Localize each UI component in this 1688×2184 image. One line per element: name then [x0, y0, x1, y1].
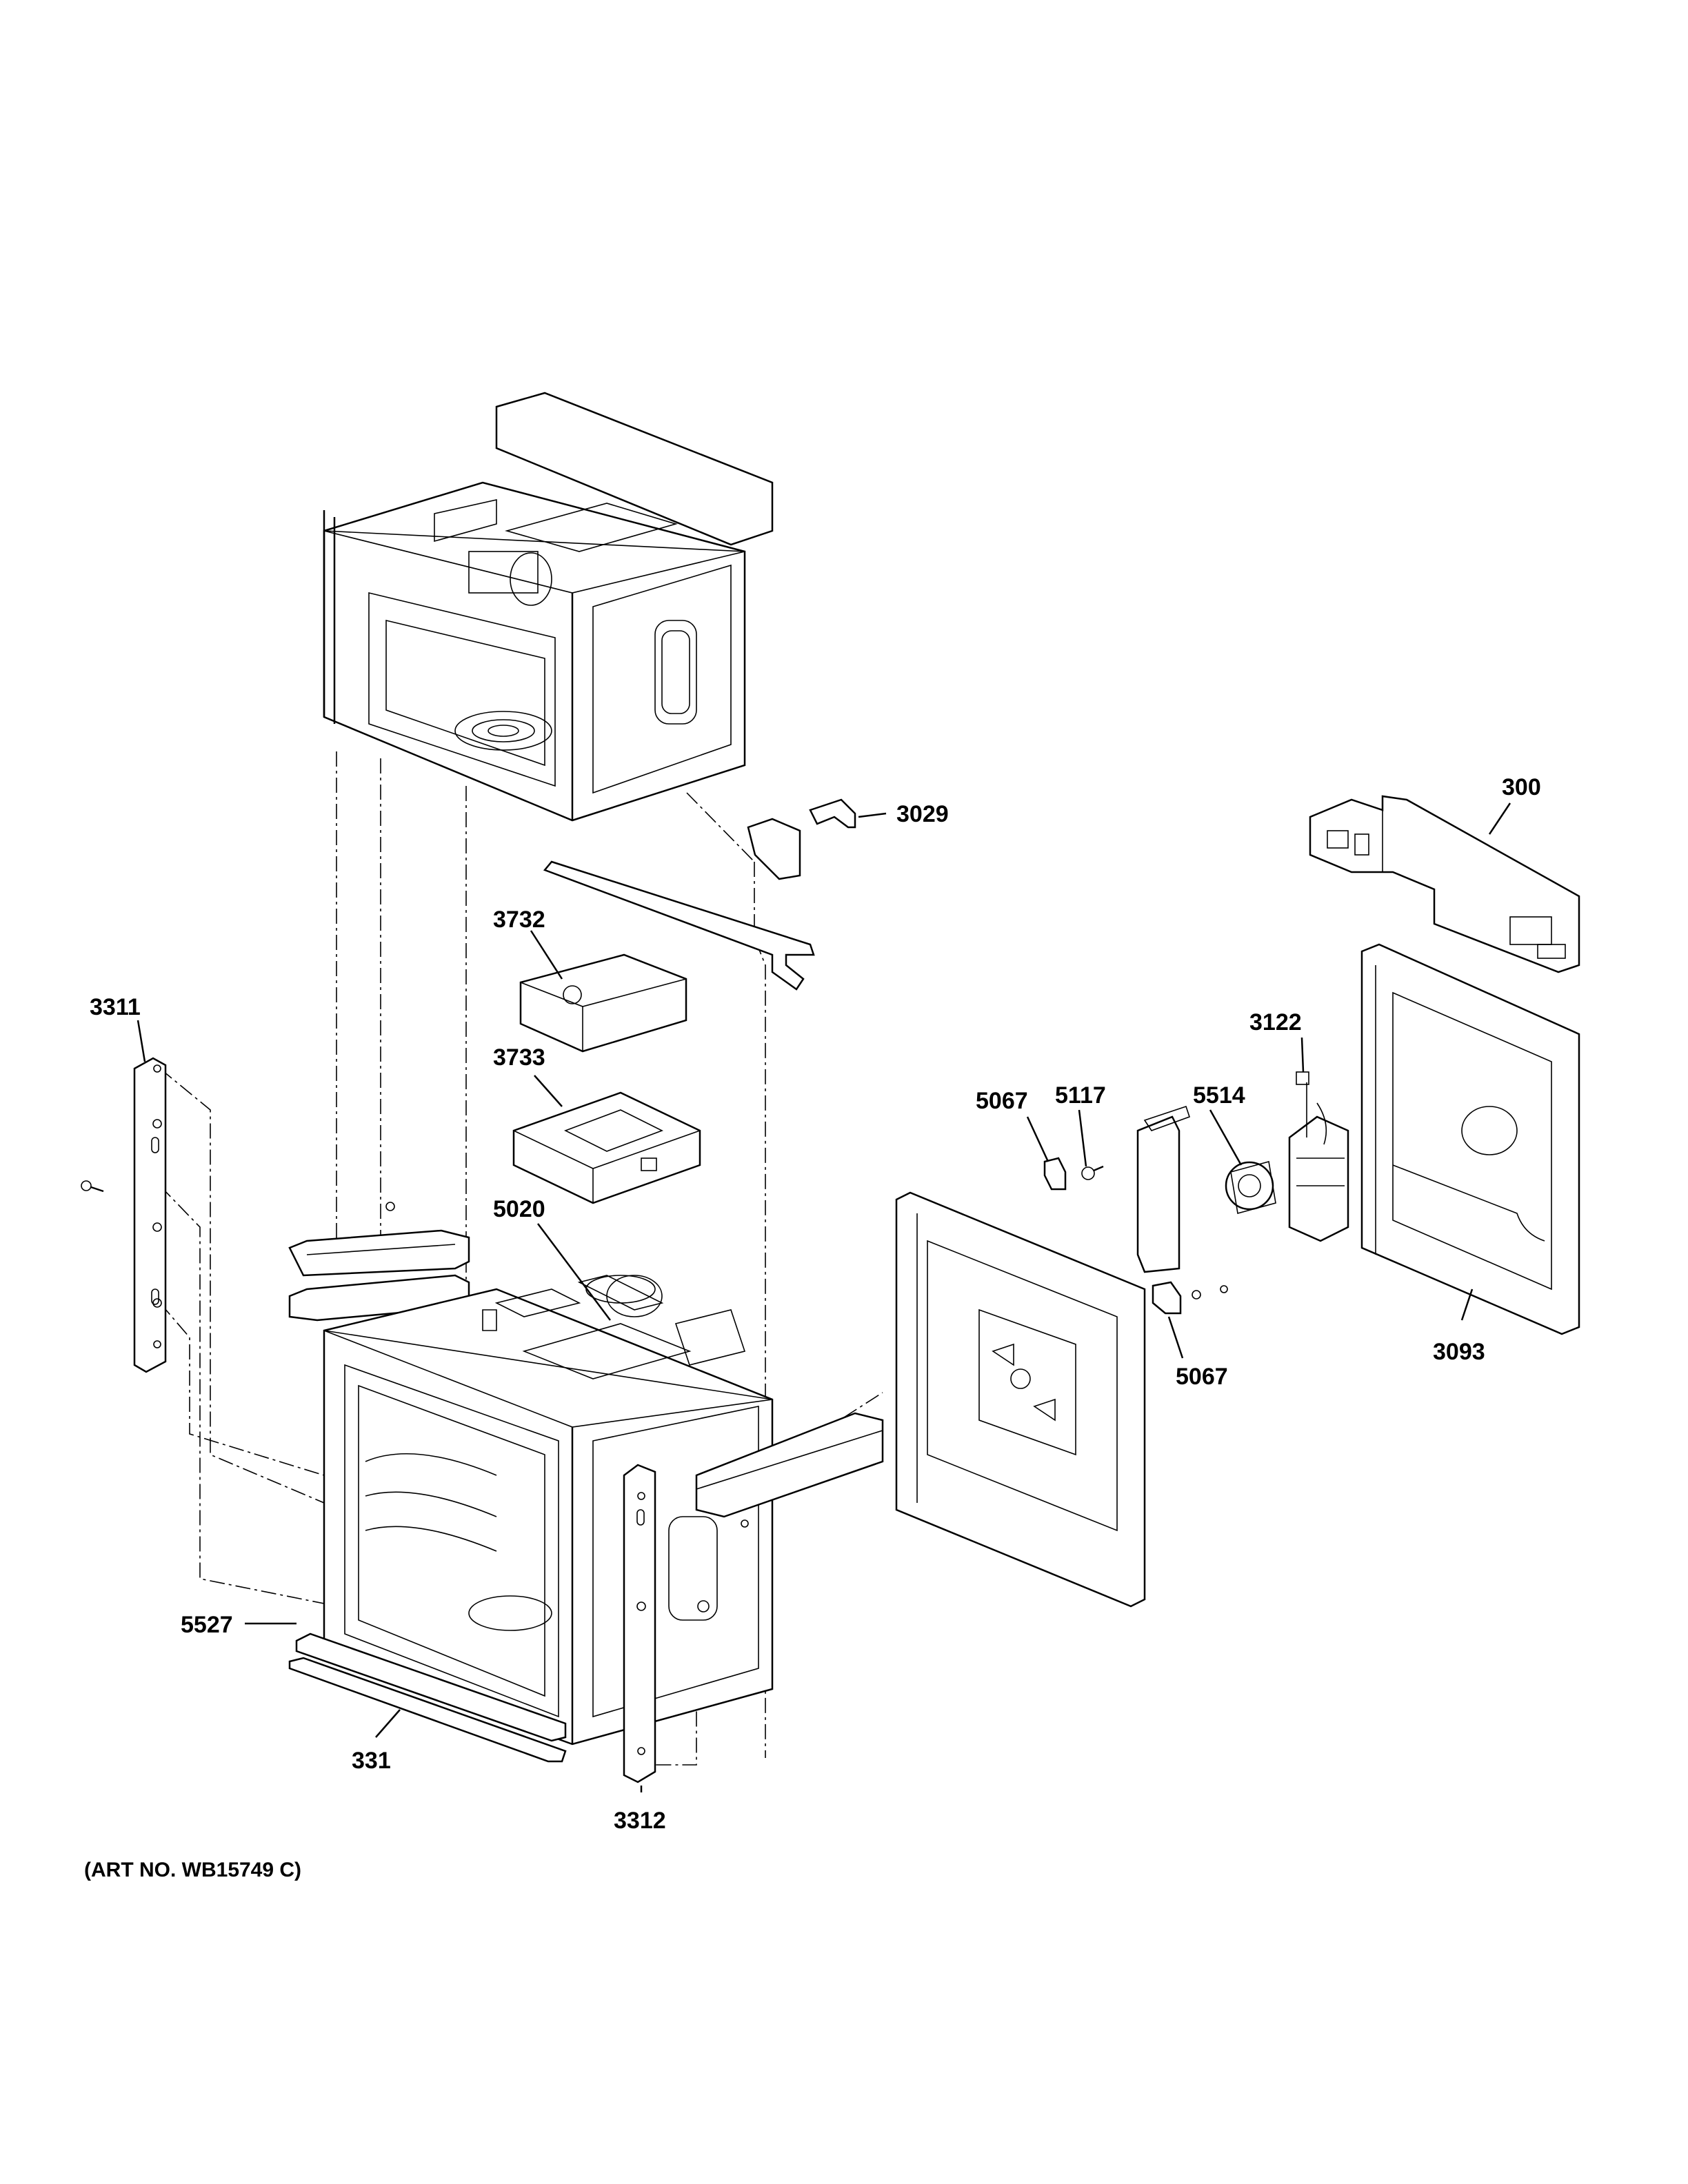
part-5067-upper	[1043, 1157, 1067, 1191]
callout-3732: 3732	[493, 907, 545, 933]
part-3122-harness	[1288, 1071, 1349, 1242]
part-3311-trim	[133, 1057, 167, 1373]
callout-3122: 3122	[1249, 1009, 1302, 1035]
part-vent-duct	[1136, 1105, 1191, 1273]
part-bracket-small	[747, 818, 801, 880]
callout-300: 300	[1502, 774, 1541, 800]
leader-lines	[137, 802, 1511, 1792]
rail-bracket	[543, 860, 815, 991]
part-3093-back-panel	[1360, 943, 1580, 1335]
part-5514-fan	[1225, 1160, 1276, 1215]
callout-5514: 5514	[1193, 1082, 1245, 1109]
callout-5117: 5117	[1055, 1082, 1106, 1109]
screw-left	[81, 1180, 104, 1193]
part-3029-bracket	[809, 798, 856, 829]
callout-5020: 5020	[493, 1196, 545, 1222]
rear-wall-panel	[895, 1191, 1146, 1608]
callout-3312: 3312	[614, 1808, 666, 1834]
callout-3733: 3733	[493, 1044, 545, 1071]
part-331-trim	[288, 1657, 567, 1763]
art-number: (ART NO. WB15749 C)	[84, 1859, 301, 1881]
callout-labels: 3029 300 3732 3311 3733 3122 5067 5117 5…	[84, 774, 1541, 1881]
part-3733-board	[512, 1091, 701, 1204]
callout-3311: 3311	[90, 994, 141, 1020]
part-300-panel	[1309, 795, 1580, 973]
screw-mid	[385, 1202, 395, 1211]
callout-3029: 3029	[896, 801, 949, 827]
callout-331: 331	[352, 1748, 391, 1774]
callout-3093: 3093	[1433, 1339, 1485, 1365]
part-3732-cover	[519, 953, 687, 1053]
part-5527-strip	[295, 1632, 567, 1742]
part-5117	[1081, 1165, 1104, 1180]
part-5067-lower	[1152, 1281, 1228, 1315]
callout-5067-upper: 5067	[976, 1088, 1028, 1114]
callout-5067-lower: 5067	[1176, 1364, 1228, 1390]
part-3312-trim	[623, 1464, 656, 1783]
right-rail	[695, 1412, 884, 1528]
callout-5527: 5527	[181, 1612, 233, 1638]
upper-microwave-cavity	[323, 392, 774, 822]
